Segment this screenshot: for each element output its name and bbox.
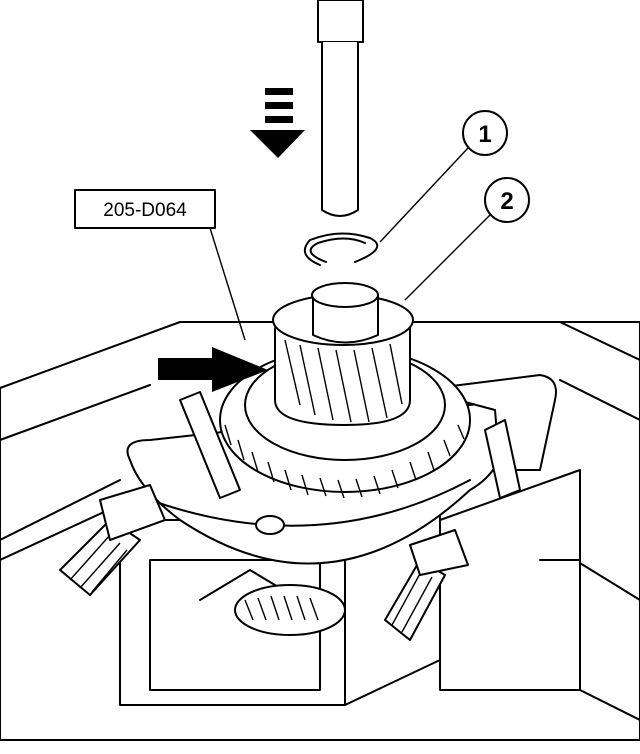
helical-gear: [272, 282, 414, 426]
callout-1-leader: [379, 147, 469, 243]
right-stud: [384, 529, 469, 641]
lower-gear: [234, 584, 346, 636]
callout-2-number: 2: [500, 188, 513, 215]
tool-label-box: [74, 189, 216, 229]
press-direction-arrow-icon: [250, 88, 305, 158]
press-ram: [317, 0, 364, 217]
left-stud: [59, 484, 166, 596]
callout-2-circle: [484, 177, 530, 223]
tool-arrow-icon: [158, 347, 268, 392]
callout-1-circle: [462, 110, 508, 156]
retaining-ring: [303, 232, 379, 266]
callout-1-number: 1: [478, 121, 491, 148]
support-block: [119, 469, 581, 706]
guide-rods: [179, 391, 521, 499]
tool-leader-line: [209, 227, 246, 341]
callout-2-leader: [404, 214, 491, 301]
tool-label: 205-D064: [103, 200, 187, 221]
